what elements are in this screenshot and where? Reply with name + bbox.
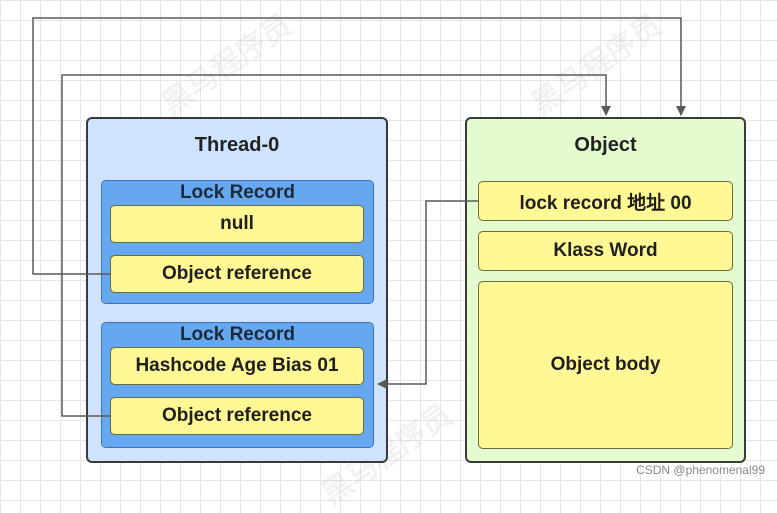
thread-title: Thread-0: [194, 134, 280, 156]
lock-record-2-hashcode-field: Hashcode Age Bias 01: [110, 347, 364, 385]
lock-record-1-object-reference-field: Object reference: [110, 255, 364, 293]
credit-text: CSDN @phenomenal99: [636, 463, 765, 477]
lock-record-1-null-field: null: [110, 205, 364, 243]
object-body-field: Object body: [478, 281, 733, 449]
arrow-reference-2-to-object: [61, 74, 611, 417]
object-mark-word-field: lock record 地址 00: [478, 181, 733, 221]
arrow-reference-1-to-object: [32, 17, 686, 275]
object-klass-word-field: Klass Word: [478, 231, 733, 271]
lock-record-2-object-reference-field: Object reference: [110, 397, 364, 435]
lock-record-title: Lock Record: [179, 182, 296, 203]
arrow-markword-to-lock-record: [377, 200, 478, 389]
object-title: Object: [574, 134, 637, 156]
lock-record-title: Lock Record: [179, 324, 296, 345]
connector-arrows: [32, 17, 686, 417]
